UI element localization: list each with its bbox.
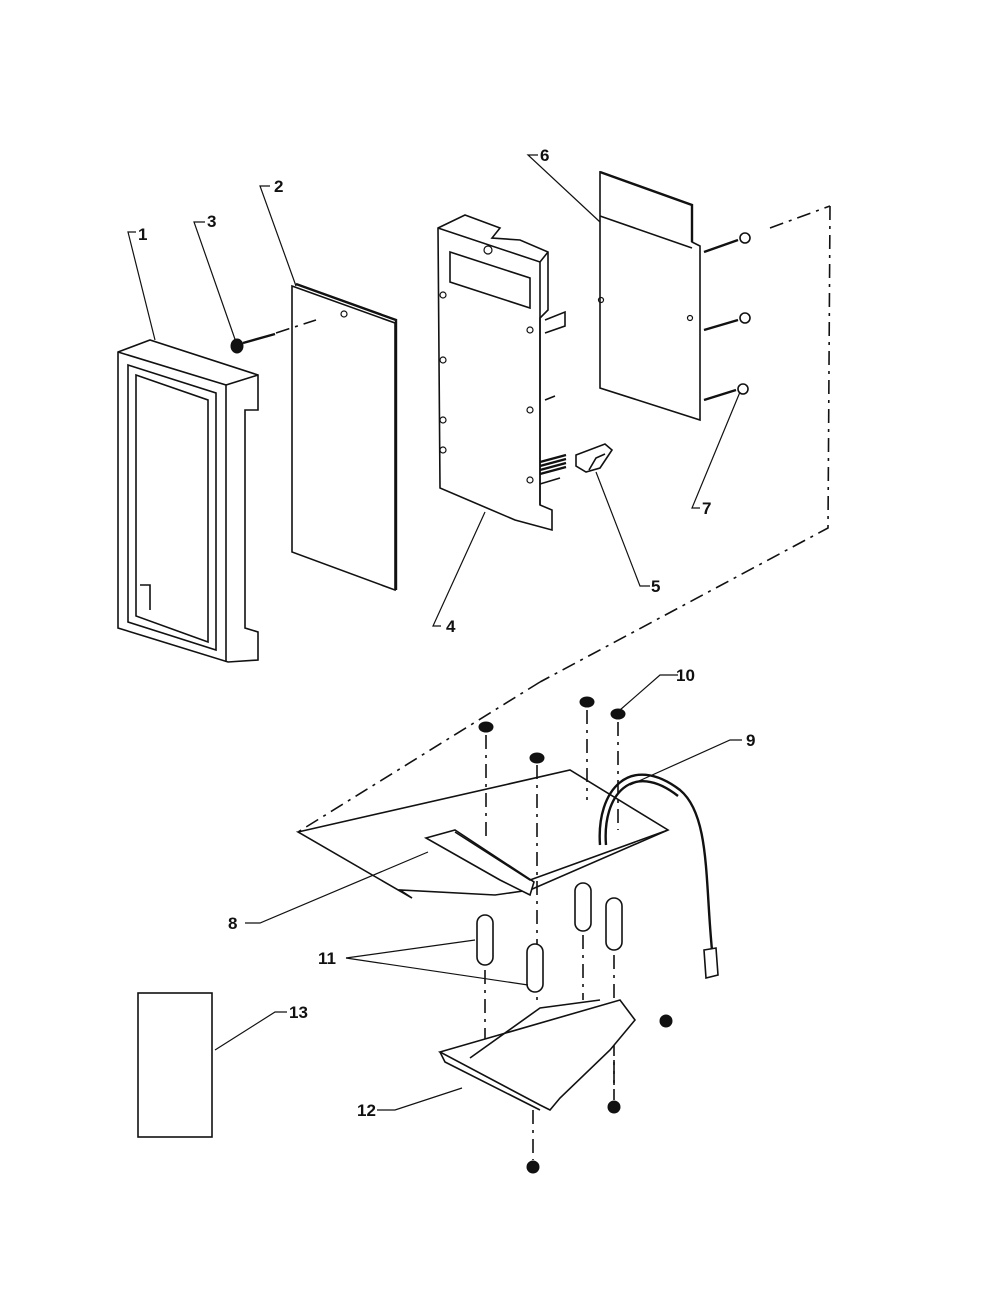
callout-5: 5 — [651, 577, 660, 596]
part-1-frame — [117, 339, 259, 663]
part-2-panel — [291, 282, 398, 592]
callout-12: 12 — [357, 1101, 376, 1120]
callout-8: 8 — [228, 914, 237, 933]
callout-7: 7 — [702, 499, 711, 518]
reference-line — [297, 205, 831, 833]
callout-labels: 1 2 3 4 5 6 7 8 9 10 11 12 13 — [138, 146, 755, 1120]
callout-2: 2 — [274, 177, 283, 196]
part-13-card — [137, 992, 213, 1138]
callout-6: 6 — [540, 146, 549, 165]
part-7-screws — [703, 232, 751, 402]
part-3-screw — [230, 319, 317, 354]
part-4-bracket — [437, 214, 567, 532]
part-9-cable — [598, 773, 719, 980]
callout-11: 11 — [318, 949, 336, 968]
callout-10: 10 — [676, 666, 695, 685]
callout-3: 3 — [207, 212, 216, 231]
callout-1: 1 — [138, 225, 147, 244]
part-6-board — [597, 170, 701, 422]
callout-9: 9 — [746, 731, 755, 750]
part-5-clip — [575, 443, 614, 473]
part-8-plate — [295, 769, 670, 899]
leader-lines — [127, 154, 742, 1111]
part-12-base-plate — [437, 999, 673, 1174]
callout-13: 13 — [289, 1003, 308, 1022]
callout-4: 4 — [446, 617, 456, 636]
